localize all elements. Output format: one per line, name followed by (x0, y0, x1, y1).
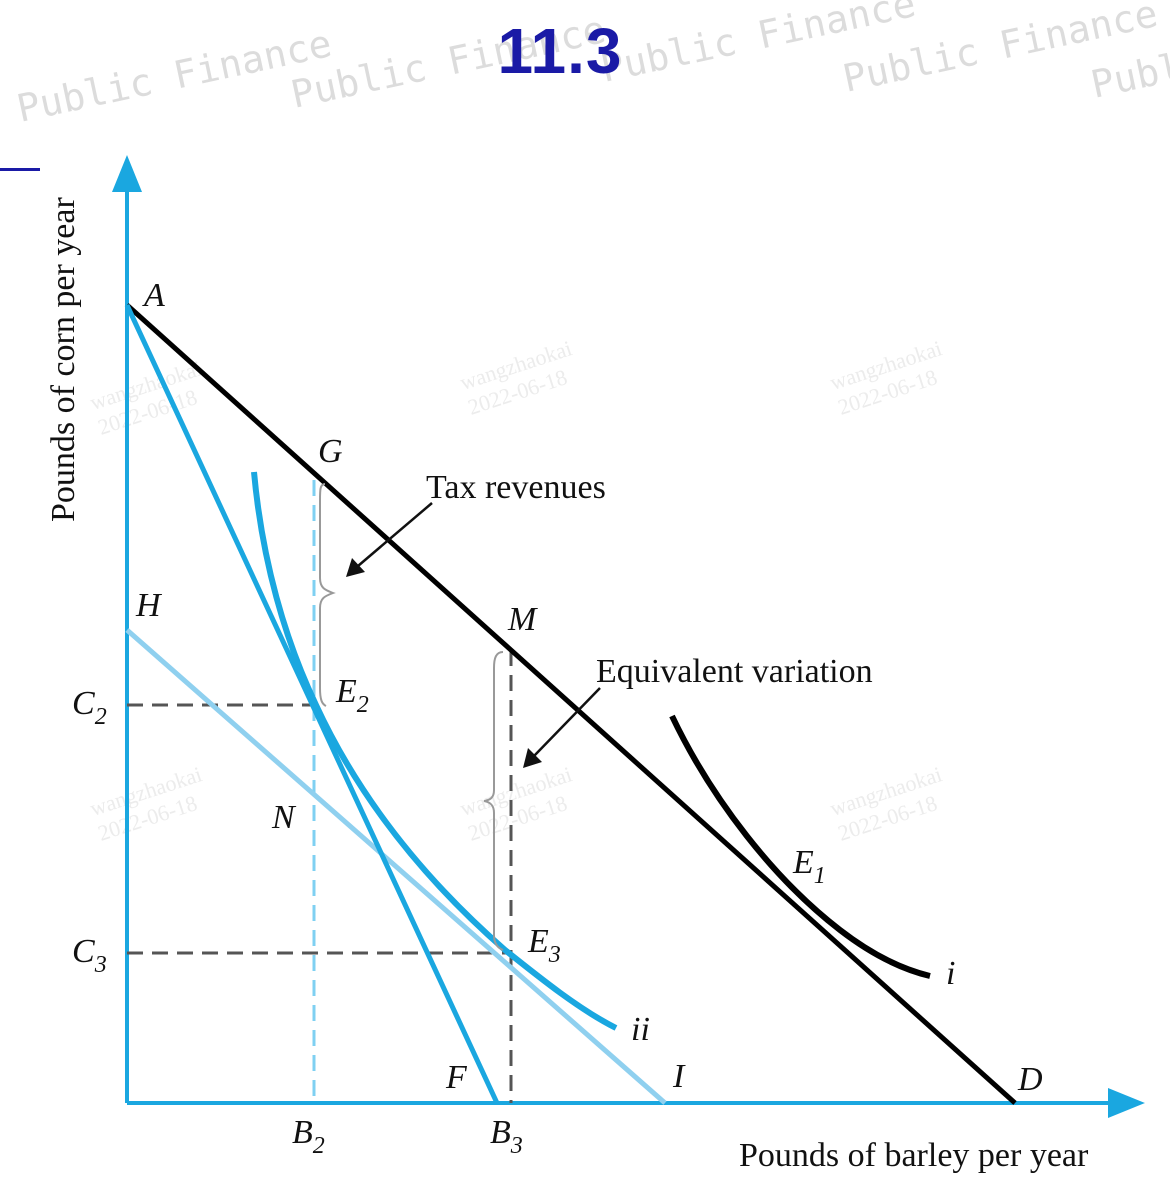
indifference-curve-ii (251, 471, 618, 1031)
curve-i-label: i (946, 955, 955, 992)
tax-revenues-arrow (357, 502, 433, 567)
point-d-label: D (1017, 1061, 1043, 1098)
point-a-label: A (142, 277, 165, 314)
x-axis-arrowhead (1108, 1088, 1145, 1118)
point-e2-label: E2 (335, 673, 369, 718)
tax-revenues-label: Tax revenues (426, 469, 606, 506)
equivalent-variation-arrow (533, 687, 601, 757)
point-e1-label: E1 (792, 844, 826, 889)
title-rule (0, 168, 40, 171)
slide-title: 11.3 (497, 15, 623, 87)
equivalent-variation-brace (483, 651, 504, 951)
equivalent-variation-arrowhead (523, 748, 542, 768)
b2-label: B2 (292, 1114, 325, 1159)
indifference-curve-i (669, 714, 931, 979)
budget-line-hi (125, 628, 667, 1105)
y-axis-title: Pounds of corn per year (45, 197, 82, 522)
point-m-label: M (507, 601, 538, 638)
y-axis-arrowhead (112, 155, 142, 192)
curve-ii-label: ii (631, 1011, 650, 1048)
budget-line-ad (125, 303, 1017, 1105)
point-h-label: H (135, 587, 163, 624)
b3-label: B3 (490, 1114, 523, 1159)
x-axis-title: Pounds of barley per year (739, 1137, 1089, 1174)
point-g-label: G (318, 433, 343, 470)
tax-revenues-arrowhead (346, 558, 365, 577)
c3-label: C3 (72, 933, 107, 978)
point-e3-label: E3 (527, 923, 561, 968)
point-f-label: F (445, 1059, 468, 1096)
c2-label: C2 (72, 685, 107, 730)
budget-line-af (124, 303, 500, 1105)
point-i-label: I (672, 1058, 686, 1095)
point-n-label: N (271, 799, 297, 836)
equivalent-variation-label: Equivalent variation (596, 653, 873, 690)
tax-revenues-brace (319, 483, 336, 707)
